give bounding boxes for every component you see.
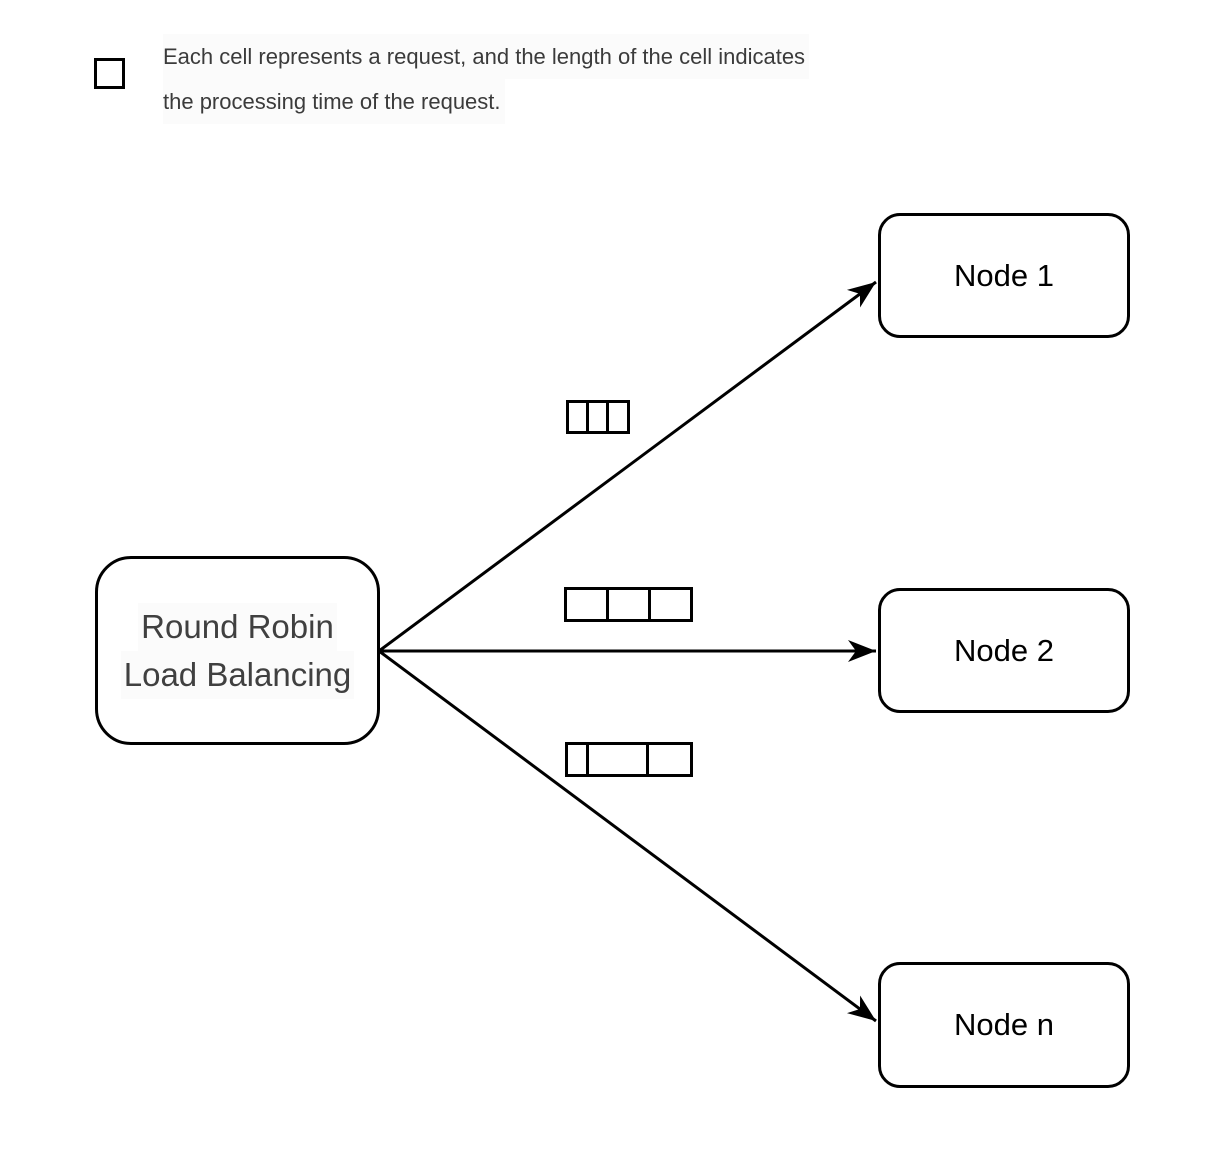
node-1-label: Node 1 — [954, 257, 1054, 293]
request-cell — [586, 745, 647, 774]
request-cell — [568, 745, 587, 774]
request-cell — [567, 590, 606, 619]
request-strip-node-2 — [564, 587, 693, 622]
request-cell — [569, 403, 587, 431]
request-strip-node-1 — [566, 400, 630, 434]
node-2-label: Node 2 — [954, 632, 1054, 668]
request-cell — [606, 590, 648, 619]
node-n-box: Node n — [878, 962, 1130, 1088]
request-strip-node-n — [565, 742, 693, 777]
request-cell — [646, 745, 690, 774]
node-n-label: Node n — [954, 1007, 1054, 1042]
node-2-box: Node 2 — [878, 588, 1130, 713]
node-1-box: Node 1 — [878, 213, 1130, 338]
round-robin-load-balancer-box: Round Robin Load Balancing — [95, 556, 380, 745]
source-label-line-1: Round Robin — [138, 602, 337, 651]
request-cell — [606, 403, 627, 431]
cell-square-icon — [94, 58, 125, 89]
legend-caption: Each cell represents a request, and the … — [163, 34, 810, 124]
source-label-line-2: Load Balancing — [120, 650, 355, 699]
request-cell — [648, 590, 690, 619]
arrow-to-node-1 — [378, 280, 877, 653]
request-cell — [586, 403, 607, 431]
arrow-to-node-n — [378, 649, 877, 1023]
legend-line-1: Each cell represents a request, and the … — [163, 34, 810, 79]
legend-line-2: the processing time of the request. — [163, 79, 505, 124]
